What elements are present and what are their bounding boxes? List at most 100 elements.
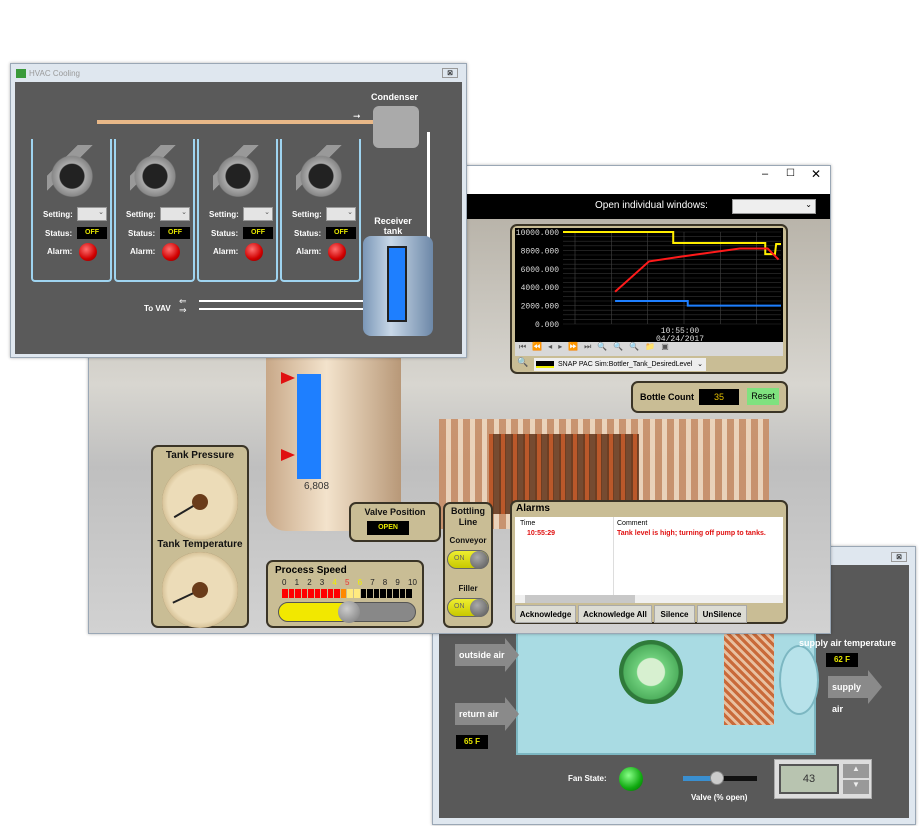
setting-label: Setting: [126, 210, 156, 219]
acknowledge-button[interactable]: Acknowledge [515, 605, 576, 623]
speed-segment [393, 589, 399, 598]
step-forward-icon[interactable]: ▸ [558, 342, 569, 351]
chart-background [515, 228, 783, 342]
speed-segment [347, 589, 354, 598]
status-label: Status: [128, 229, 156, 238]
condenser [373, 106, 419, 148]
conveyor-label: Conveyor [449, 536, 487, 545]
conveyor-toggle[interactable]: ON [447, 550, 489, 569]
zoom-out-icon[interactable]: 🔍 [629, 342, 646, 351]
step-back-icon[interactable]: ◂ [548, 342, 559, 351]
bottling-line-label: Bottling Line [451, 506, 485, 527]
open-windows-dropdown[interactable]: ⌄ [732, 199, 816, 214]
speed-tick-label: 3 [319, 578, 325, 587]
bottler-tank [266, 356, 401, 531]
alarm-label: Alarm: [47, 247, 73, 256]
compressor-panel: Setting: ⌄ Status: OFF Alarm: [197, 139, 278, 282]
valve-slider-thumb[interactable] [710, 771, 724, 785]
gauge-hub [192, 582, 208, 598]
last-icon[interactable]: ⏭ [584, 342, 598, 351]
y-tick-label: 2000.000 [521, 303, 560, 312]
maximize-button[interactable]: ☐ [786, 168, 795, 179]
folder-icon[interactable]: 📁 [645, 342, 662, 351]
setting-label: Setting: [292, 210, 322, 219]
trend-pen-selector[interactable]: SNAP PAC Sim:Bottler_Tank_DesiredLevel⌄ [534, 358, 706, 371]
fan-state-label: Fan State: [568, 774, 607, 783]
speed-segment [399, 589, 406, 598]
setting-dropdown[interactable]: ⌄ [160, 207, 190, 221]
zoom-in-icon[interactable]: 🔍 [597, 342, 614, 351]
horizontal-scrollbar[interactable] [515, 595, 783, 603]
bottle-count-value: 35 [699, 389, 739, 405]
supply-air-arrow: supply air [828, 670, 882, 714]
supply-air-label: supply air [832, 682, 862, 714]
status-value: OFF [160, 227, 190, 239]
alarm-indicator [79, 243, 97, 261]
window-title: HVAC Cooling [29, 69, 80, 78]
spinner-down-button[interactable]: ▼ [843, 780, 869, 794]
open-windows-label: Open individual windows: [595, 200, 708, 211]
pen-search-icon[interactable]: 🔍 [517, 357, 529, 367]
status-label: Status: [294, 229, 322, 238]
vav-supply-line [199, 300, 363, 302]
x-tick-label: 04/24/2017 [656, 335, 704, 342]
valve-position-panel: Valve Position OPEN [349, 502, 441, 542]
column-header-time[interactable]: Time [520, 520, 536, 527]
tank-pressure-gauge [162, 464, 238, 540]
column-header-comment[interactable]: Comment [617, 520, 648, 527]
pen-swatch [536, 361, 554, 368]
status-label: Status: [211, 229, 239, 238]
close-button[interactable]: ⊠ [891, 552, 907, 562]
reset-button[interactable]: Reset [747, 388, 779, 405]
speed-segment [321, 589, 327, 598]
acknowledge-all-button[interactable]: Acknowledge All [578, 605, 652, 623]
spinner-value[interactable]: 43 [779, 764, 839, 794]
receiver-tank-label: Receiver tank [374, 216, 412, 236]
alarms-table: Time Comment 10:55:29 Tank level is high… [515, 517, 783, 603]
speed-tick-label: 0 [282, 578, 287, 587]
rewind-icon[interactable]: ⏪ [532, 342, 549, 351]
duct-outlet [779, 645, 819, 715]
compressor-icon [296, 145, 346, 197]
supply-air-temp-label: supply air temperature [799, 638, 897, 648]
unsilence-button[interactable]: UnSilence [697, 605, 747, 623]
setting-dropdown[interactable]: ⌄ [326, 207, 356, 221]
setting-label: Setting: [209, 210, 239, 219]
filler-toggle[interactable]: ON [447, 598, 489, 617]
spinner-up-button[interactable]: ▲ [843, 764, 869, 778]
speed-segment [295, 589, 301, 598]
close-button[interactable]: ⊠ [442, 68, 458, 78]
tank-value: 6,808 [304, 481, 330, 492]
trend-chart: 0.0002000.0004000.0006000.0008000.000100… [515, 228, 783, 342]
outside-air-arrow: outside air [455, 638, 519, 672]
toggle-on-label: ON [454, 555, 465, 562]
fan-icon [619, 640, 683, 704]
alarm-label: Alarm: [213, 247, 239, 256]
minimize-button[interactable]: – [762, 168, 769, 180]
bottle-count-label: Bottle Count [640, 392, 694, 402]
speed-segment [386, 589, 393, 598]
close-button[interactable]: ✕ [811, 167, 822, 181]
silence-button[interactable]: Silence [654, 605, 695, 623]
speed-tick-label: 5 [345, 578, 350, 587]
y-tick-label: 4000.000 [521, 284, 560, 293]
fast-forward-icon[interactable]: ⏩ [568, 342, 585, 351]
alarm-label: Alarm: [296, 247, 322, 256]
compressor-panel: Setting: ⌄ Status: OFF Alarm: [280, 139, 361, 282]
process-speed-slider-thumb[interactable] [338, 601, 360, 623]
return-pipe [427, 132, 430, 279]
speed-segment [380, 589, 386, 598]
first-icon[interactable]: ⏮ [519, 342, 533, 351]
setting-dropdown[interactable]: ⌄ [243, 207, 273, 221]
table-row[interactable]: 10:55:29 Tank level is high; turning off… [515, 530, 781, 541]
zoom-icon[interactable]: 🔍 [613, 342, 630, 351]
speed-tick-label: 8 [382, 578, 388, 587]
setting-dropdown[interactable]: ⌄ [77, 207, 107, 221]
screenshot-icon[interactable]: ▣ [661, 342, 675, 351]
trend-pen-label: SNAP PAC Sim:Bottler_Tank_DesiredLevel [558, 361, 693, 368]
y-tick-label: 0.000 [535, 321, 559, 330]
speed-segment [406, 589, 412, 598]
supply-air-temp: 62 F [826, 653, 858, 667]
valve-spinner[interactable]: 43 ▲ ▼ [774, 759, 872, 799]
